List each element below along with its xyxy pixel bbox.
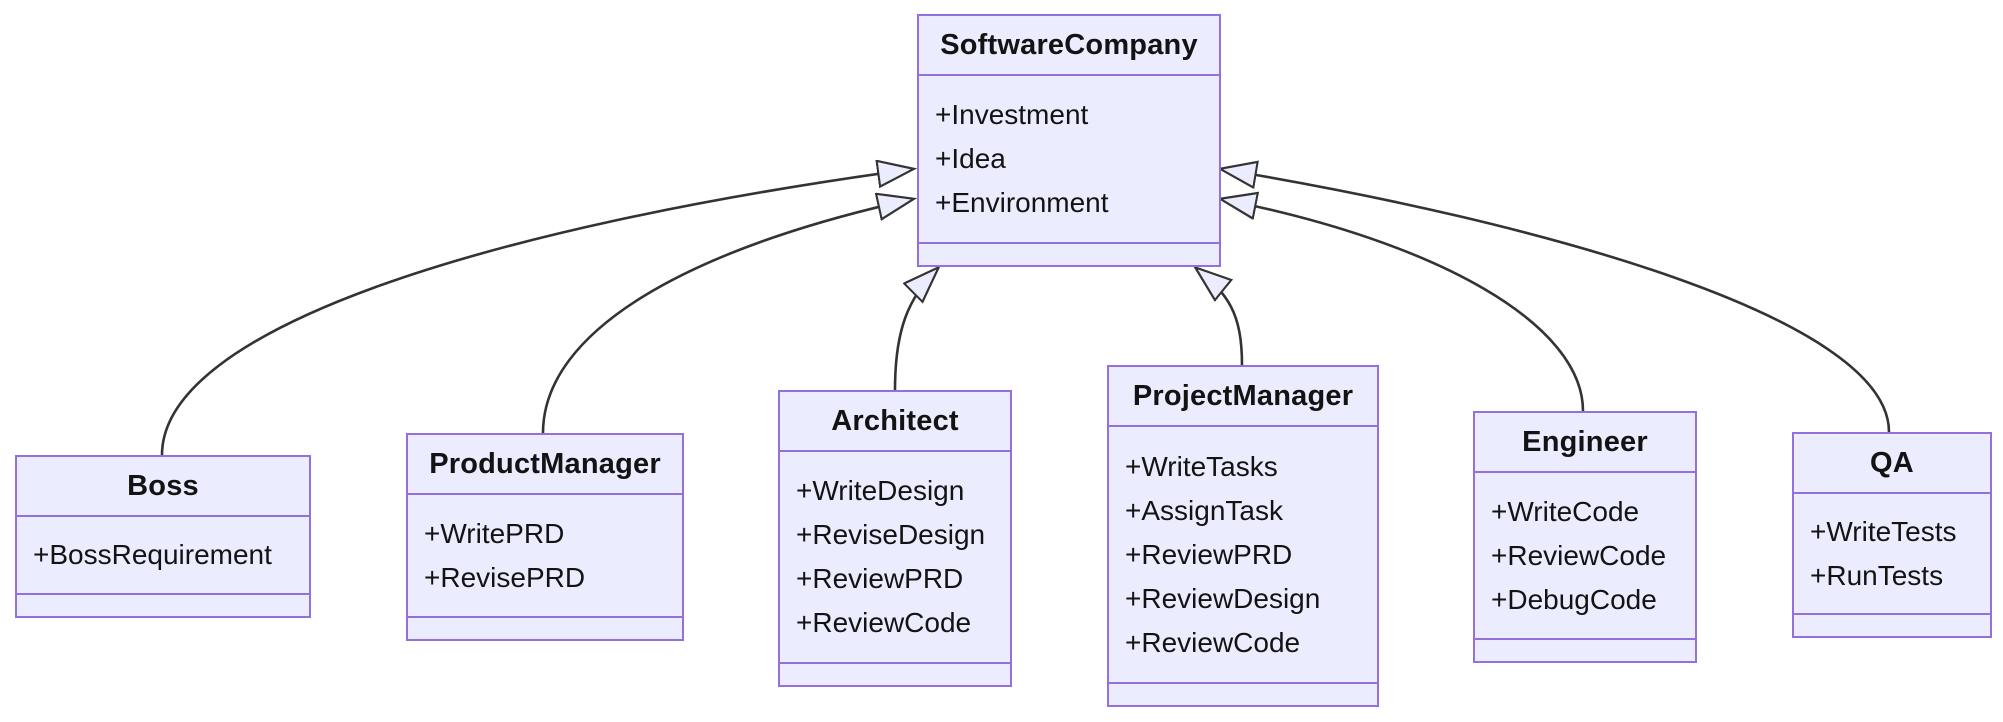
class-member: +ReviewPRD <box>1125 538 1293 570</box>
class-member: +RunTests <box>1810 559 1944 591</box>
class-box-qa: QA +WriteTests +RunTests <box>1792 432 1992 638</box>
class-members-boss: +BossRequirement <box>17 515 309 593</box>
class-members-engineer: +WriteCode +ReviewCode +DebugCode <box>1475 471 1695 638</box>
class-methods-empty <box>17 593 309 616</box>
edge-productmanager-extends-softwarecompany <box>541 199 913 434</box>
class-members-qa: +WriteTests +RunTests <box>1794 492 1990 613</box>
edge-architect-extends-softwarecompany <box>893 268 938 391</box>
class-member: +DebugCode <box>1491 583 1657 615</box>
class-member: +Investment <box>935 99 1089 130</box>
class-title-productmanager: ProductManager <box>429 447 661 480</box>
class-member: +WritePRD <box>424 517 565 549</box>
class-methods-empty <box>919 242 1219 265</box>
class-box-boss: Boss +BossRequirement <box>15 455 311 618</box>
class-member: +ReviewPRD <box>796 563 964 594</box>
class-member: +WriteDesign <box>796 475 965 506</box>
class-member: +AssignTask <box>1125 494 1283 526</box>
class-title-architect: Architect <box>831 404 959 437</box>
class-box-engineer: Engineer +WriteCode +ReviewCode +DebugCo… <box>1473 411 1697 663</box>
class-title-softwarecompany: SoftwareCompany <box>940 28 1198 61</box>
class-box-productmanager: ProductManager +WritePRD +RevisePRD <box>406 433 684 641</box>
class-methods-empty <box>408 616 682 639</box>
class-member: +ReviewDesign <box>1125 582 1321 614</box>
class-member: +ReviewCode <box>1491 539 1667 571</box>
class-member: +RevisePRD <box>424 561 586 593</box>
class-member: +WriteTests <box>1810 515 1957 547</box>
edge-projectmanager-extends-softwarecompany <box>1196 268 1244 366</box>
class-title-qa: QA <box>1870 446 1914 479</box>
class-members-softwarecompany: +Investment +Idea +Environment <box>919 74 1219 242</box>
edge-qa-extends-softwarecompany <box>1221 169 1891 433</box>
class-title-projectmanager: ProjectManager <box>1132 379 1354 412</box>
class-member: +WriteCode <box>1491 495 1640 527</box>
class-methods-empty <box>1475 638 1695 661</box>
class-members-architect: +WriteDesign +ReviseDesign +ReviewPRD +R… <box>780 450 1010 662</box>
class-member: +Environment <box>935 187 1109 218</box>
class-methods-empty <box>1794 613 1990 636</box>
class-box-architect: Architect +WriteDesign +ReviseDesign +Re… <box>778 390 1012 687</box>
edge-boss-extends-softwarecompany <box>160 169 913 456</box>
class-methods-empty <box>780 662 1010 685</box>
class-methods-empty <box>1109 682 1377 705</box>
class-title-engineer: Engineer <box>1522 425 1648 458</box>
class-member: +ReviewCode <box>796 607 972 638</box>
edge-engineer-extends-softwarecompany <box>1221 199 1585 412</box>
class-title-boss: Boss <box>127 469 199 502</box>
class-member: +Idea <box>935 143 1006 174</box>
class-member: +ReviseDesign <box>796 519 986 550</box>
class-box-softwarecompany: SoftwareCompany +Investment +Idea +Envir… <box>917 14 1221 267</box>
class-member: +ReviewCode <box>1125 626 1301 658</box>
class-box-projectmanager: ProjectManager +WriteTasks +AssignTask +… <box>1107 365 1379 707</box>
class-members-productmanager: +WritePRD +RevisePRD <box>408 493 682 616</box>
class-member: +WriteTasks <box>1125 450 1278 482</box>
class-member: +BossRequirement <box>33 539 272 570</box>
class-members-projectmanager: +WriteTasks +AssignTask +ReviewPRD +Revi… <box>1109 425 1377 682</box>
